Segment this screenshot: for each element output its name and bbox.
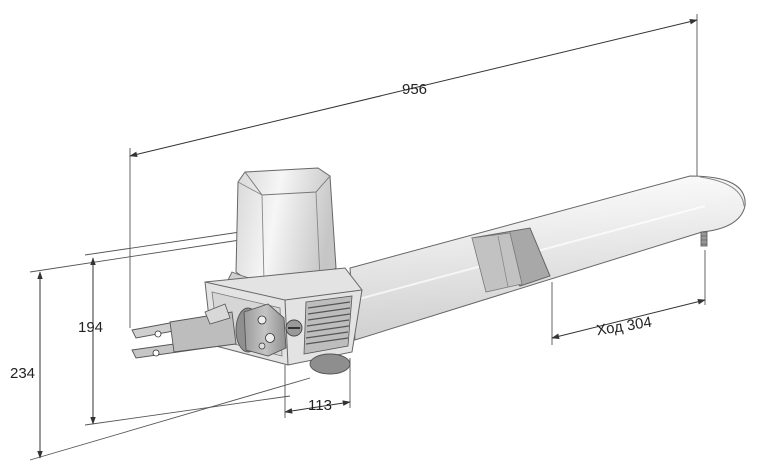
dimension-stroke: Ход 304	[551, 299, 706, 340]
rear-mount-pin	[700, 231, 708, 247]
tube-collar	[470, 227, 551, 293]
dimension-194-label: 194	[78, 319, 103, 336]
mounting-bracket	[131, 303, 237, 359]
bracket-hole-icon	[152, 349, 160, 357]
dimension-956-label: 956	[402, 81, 427, 98]
dimension-234-label: 234	[10, 365, 35, 382]
bolt-icon	[257, 315, 267, 325]
dimension-234: 234	[10, 271, 43, 459]
actuator-tube	[349, 175, 746, 341]
front-pivot-clamp	[235, 303, 287, 357]
dimension-113-label: 113	[308, 397, 332, 414]
dimension-113: 113	[284, 397, 351, 414]
bracket-hole-icon	[154, 330, 162, 338]
dimension-956: 956	[129, 18, 698, 158]
vent-grille	[303, 295, 353, 355]
bolt-icon	[265, 333, 275, 343]
dimension-stroke-label: Ход 304	[595, 314, 653, 340]
dimension-194: 194	[78, 257, 103, 425]
